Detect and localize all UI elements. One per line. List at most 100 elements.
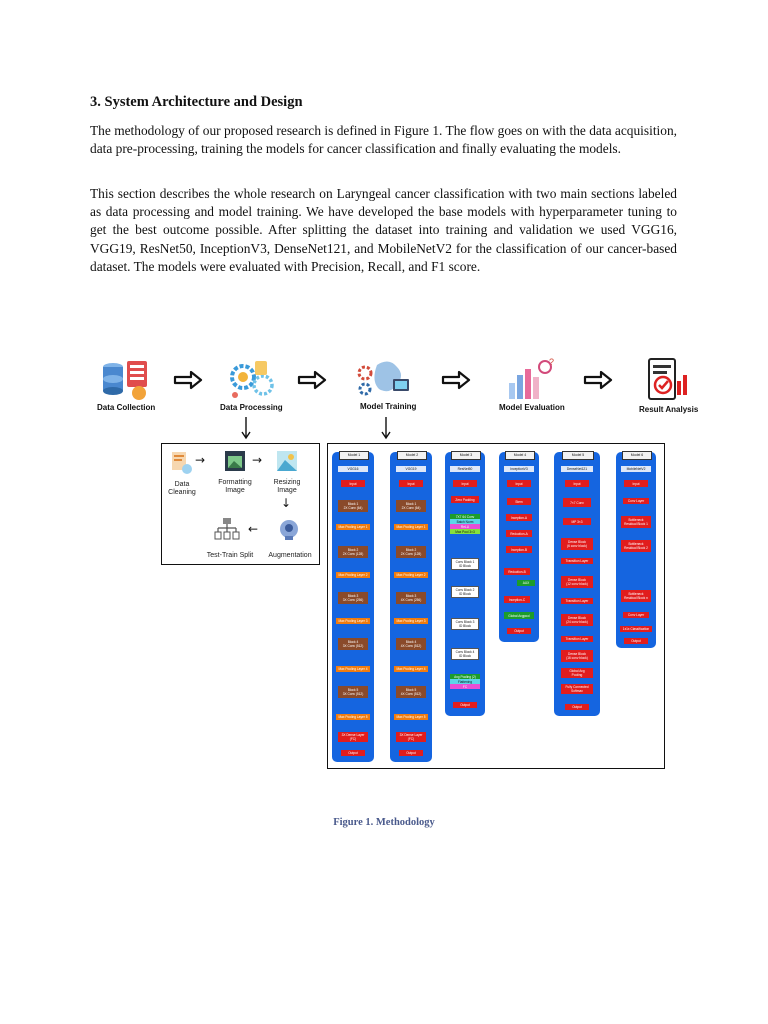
block-pool: Max Pooling Layer 5 [336,714,370,720]
left-arrow-icon: ← [248,522,259,536]
block-conv: 7X7 64 Conv [450,514,480,519]
model-column-inceptionv3: Model 4 InceptionV3 Input Stem Inception… [499,451,539,642]
block-pool: Max Pooling Layer 2 [336,572,370,578]
model-name: ResNet50 [450,466,480,472]
proc-label-augmentation: Augmentation [268,552,312,559]
block-dense-block-2: Dense Block(12 conv block) [561,576,593,588]
paragraph-methodology: The methodology of our proposed research… [90,123,677,157]
block-aux: AUX [517,580,535,586]
robot-head-icon [280,520,298,540]
proc-label-test-train-split: Test-Train Split [206,552,254,559]
section-heading: 3. System Architecture and Design [90,94,303,110]
model-name: MobileNetV2 [621,466,651,472]
block-reduction-a: Reduction-A [506,530,532,537]
block-input: Input [453,480,477,487]
block-conv: 7×7 Conv [563,498,591,507]
down-arrow-icon: ↓ [281,496,292,510]
model-header: Model 5 [562,451,594,460]
block-avg-pool: Avg Pooling (2) [450,674,480,679]
model-header: Model 1 [339,451,369,460]
block-dense-block-3: Dense Block(24 conv block) [561,614,593,626]
right-arrow-icon [441,370,471,390]
block-dense-block-4: Dense Block(16 conv block) [561,650,593,662]
gears-icon [230,361,274,398]
block-conv-layer: Conv Layer [623,498,649,504]
block-output: Output [453,702,477,708]
block-inception-b: Inception-B [506,546,532,553]
block-dense: 3X Dense Layer(FC) [338,732,368,742]
block-max-pool: MP 3×3 [563,518,591,525]
model-header: Model 3 [451,451,481,460]
block-input: Input [399,480,423,487]
right-arrow-icon [173,370,203,390]
paragraph-research-description: This section describes the whole researc… [90,186,677,274]
block-input: Input [565,480,589,487]
flow-label-result-analysis: Result Analysis [639,405,699,414]
right-arrow-icon [583,370,613,390]
block-zero-padding: Zero Padding [451,496,479,503]
block-pool: Max Pooling Layer 3 [336,618,370,624]
block-pool: Max Pooling Layer 5 [394,714,428,720]
block-transition: Transition Layer [561,558,593,564]
block-output: Output [399,750,423,756]
report-check-icon [648,358,687,400]
model-header: Model 2 [397,451,427,460]
down-arrow-icon [381,417,391,440]
model-column-densenet121: Model 5 DenseNet121 Input 7×7 Conv MP 3×… [554,451,600,716]
block-input: Input [507,480,531,487]
block-input: Input [341,480,365,487]
block-pool: Max Pooling Layer 1 [336,524,370,530]
model-name: VGG16 [338,466,368,472]
methodology-figure: Data Collection Data Processing Model Tr… [95,345,705,775]
flow-label-data-collection: Data Collection [97,403,156,412]
block-fc: FC [450,684,480,689]
flow-label-model-evaluation: Model Evaluation [499,403,565,412]
block-conv-layer: Conv Layer [623,612,649,618]
figure-caption: Figure 1. Methodology [333,817,435,828]
block-pool: Max Pooling Layer 3 [394,618,428,624]
model-column-mobilenetv2: Model 6 MobileNetV2 Input Conv Layer Bot… [616,451,656,648]
block-inception-c: Inception-C [504,596,530,603]
model-name: DenseNet121 [561,466,593,472]
block-reduction-b: Reduction-B [504,568,530,575]
split-icon [214,518,240,540]
block-pool: Max Pooling Layer 1 [394,524,428,530]
block-output: Output [341,750,365,756]
flow-label-model-training: Model Training [360,402,417,411]
image-format-icon [225,451,245,471]
right-arrow-icon [297,370,327,390]
svg-text:?: ? [549,357,554,367]
block-stem: Stem [507,498,531,505]
block-classification: 1x1x Classification [620,626,652,632]
model-name: VGG19 [396,466,426,472]
right-arrow-icon: → [195,453,206,467]
block-transition: Transition Layer [561,636,593,642]
database-icon [103,361,147,400]
block-output: Output [624,638,648,644]
block-dense-block-1: Dense Block(6 conv block) [561,538,593,550]
